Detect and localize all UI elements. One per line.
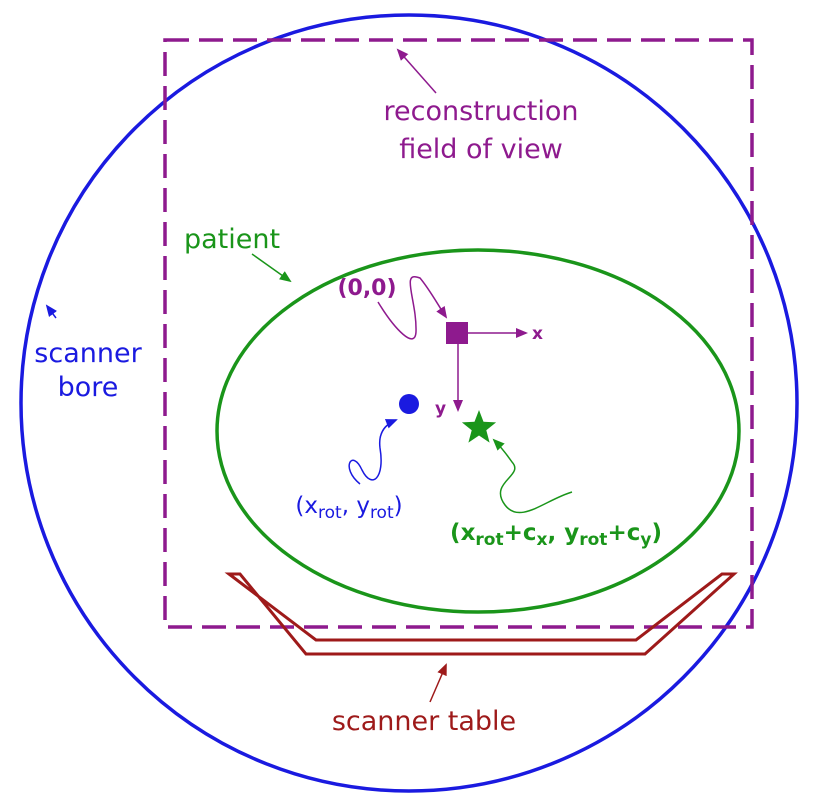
y-axis-label: y	[435, 399, 446, 419]
fov-arrow	[396, 48, 437, 94]
shifted-center-label: (xrot+cx, yrot+cy)	[450, 520, 662, 550]
square-icon	[446, 322, 468, 344]
origin-label: (0,0)	[337, 276, 396, 301]
table-arrow	[429, 663, 447, 703]
bore-label-line1: scanner	[34, 338, 142, 369]
patient-arrow	[251, 253, 292, 283]
rotation-center-label: (xrot, yrot)	[295, 493, 402, 523]
shifted-squiggle	[492, 438, 573, 514]
fov-label-line1: reconstruction	[383, 96, 578, 127]
rotation-squiggle	[348, 419, 398, 485]
bore-arrow	[45, 304, 57, 319]
star-icon	[461, 410, 497, 443]
reconstruction-fov-rect	[163, 38, 754, 629]
fov-label-line2: field of view	[399, 134, 563, 165]
circle-icon	[399, 394, 419, 414]
origin-squiggle	[377, 275, 448, 340]
scanner-bore-circle	[19, 13, 799, 793]
patient-label: patient	[184, 224, 280, 255]
scanner-table	[224, 572, 738, 656]
table-label: scanner table	[332, 706, 516, 737]
bore-label-line2: bore	[58, 372, 119, 403]
patient-ellipse	[215, 248, 741, 614]
x-axis-label: x	[532, 324, 543, 344]
